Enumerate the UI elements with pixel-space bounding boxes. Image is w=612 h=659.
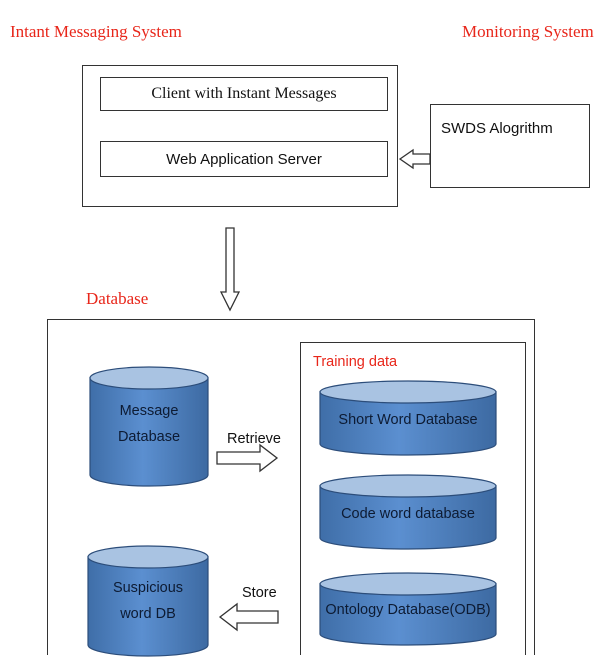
code-word-database-cylinder [319, 474, 497, 550]
message-database-line1: Message [119, 403, 179, 419]
web-server-label: Web Application Server [166, 150, 322, 168]
short-word-database-label: Short Word Database [338, 412, 478, 428]
im-system-title: Intant Messaging System [10, 22, 182, 41]
system-to-database-arrow [219, 227, 241, 312]
client-box: Client with Instant Messages [100, 77, 388, 111]
monitoring-system-title: Monitoring System [462, 22, 594, 41]
retrieve-arrow [216, 443, 279, 473]
short-word-database-cylinder [319, 380, 497, 456]
message-database-label: Message Database [100, 398, 198, 450]
retrieve-label: Retrieve [227, 431, 281, 447]
training-data-title: Training data [313, 354, 398, 370]
web-server-box: Web Application Server [100, 141, 388, 177]
suspicious-db-line2: word DB [120, 606, 176, 622]
message-database-line2: Database [117, 429, 181, 445]
client-label: Client with Instant Messages [151, 85, 337, 102]
swds-box [430, 104, 590, 188]
message-database-cylinder [89, 366, 209, 487]
ontology-database-cylinder [319, 572, 497, 646]
suspicious-db-line1: Suspicious [112, 580, 184, 596]
database-title: Database [86, 289, 149, 308]
suspicious-word-db-cylinder [87, 545, 209, 657]
store-arrow [218, 602, 279, 632]
code-word-database-label: Code word database [341, 506, 475, 522]
swds-label: SWDS Alogrithm [441, 120, 553, 137]
swds-to-server-arrow [398, 148, 431, 170]
suspicious-db-label: Suspicious word DB [98, 575, 198, 627]
ontology-database-label: Ontology Database(ODB) [325, 602, 491, 618]
store-label: Store [242, 585, 277, 601]
